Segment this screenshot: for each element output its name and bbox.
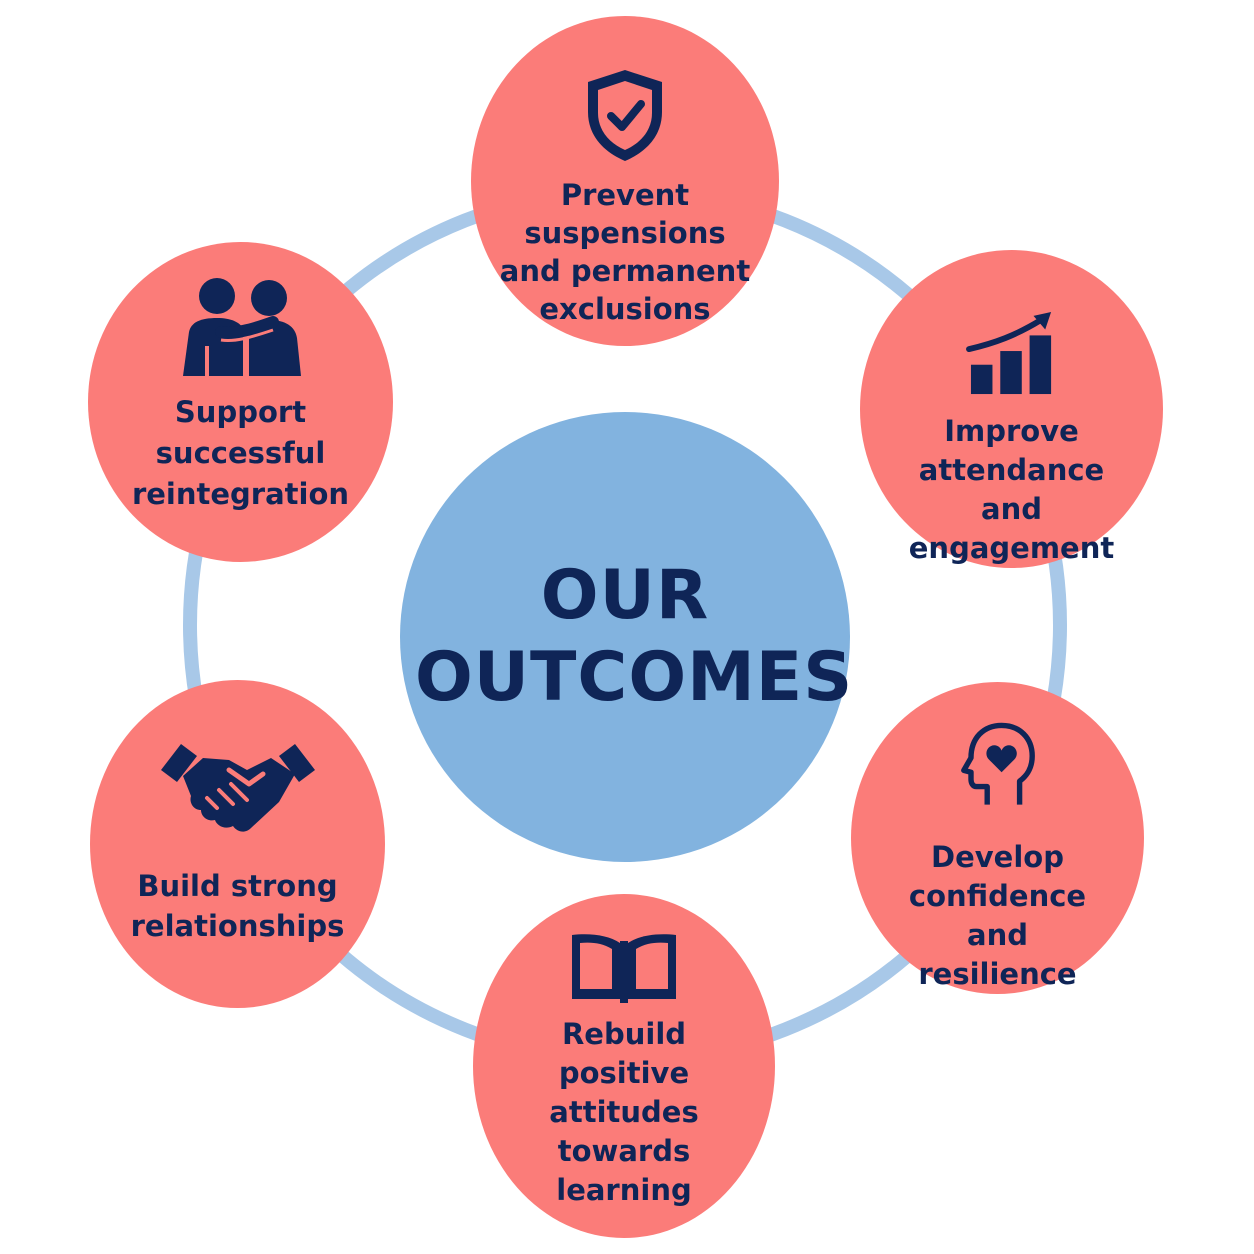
head-heart-icon <box>960 722 1035 805</box>
center-title: OUR OUTCOMES <box>415 556 854 717</box>
outcome-label: Support successful reintegration <box>131 395 350 511</box>
outcome-label: Develop confidence and resilience <box>908 840 1087 991</box>
supporting-people-icon <box>182 278 301 376</box>
handshake-icon <box>160 744 315 832</box>
outcome-support-reintegration: Support successful reintegration <box>88 242 393 562</box>
center-circle: OUR OUTCOMES <box>400 412 854 862</box>
outcome-label: Rebuild positive attitudes towards learn… <box>549 1017 699 1207</box>
growth-chart-icon <box>965 311 1051 395</box>
outcome-prevent-exclusions: Prevent suspensions and permanent exclus… <box>471 16 779 346</box>
outcome-label: Build strong relationships <box>130 869 345 943</box>
shield-check-icon <box>588 70 662 161</box>
outcome-label: Improve attendance and engagement <box>908 414 1115 565</box>
open-book-icon <box>572 934 676 1003</box>
outcome-label: Prevent suspensions and permanent exclus… <box>499 178 751 326</box>
outcome-build-relationships: Build strong relationships <box>90 680 385 1008</box>
outcome-rebuild-attitudes: Rebuild positive attitudes towards learn… <box>473 894 775 1238</box>
outcome-improve-attendance: Improve attendance and engagement <box>860 250 1163 568</box>
outcome-develop-confidence: Develop confidence and resilience <box>851 682 1144 994</box>
